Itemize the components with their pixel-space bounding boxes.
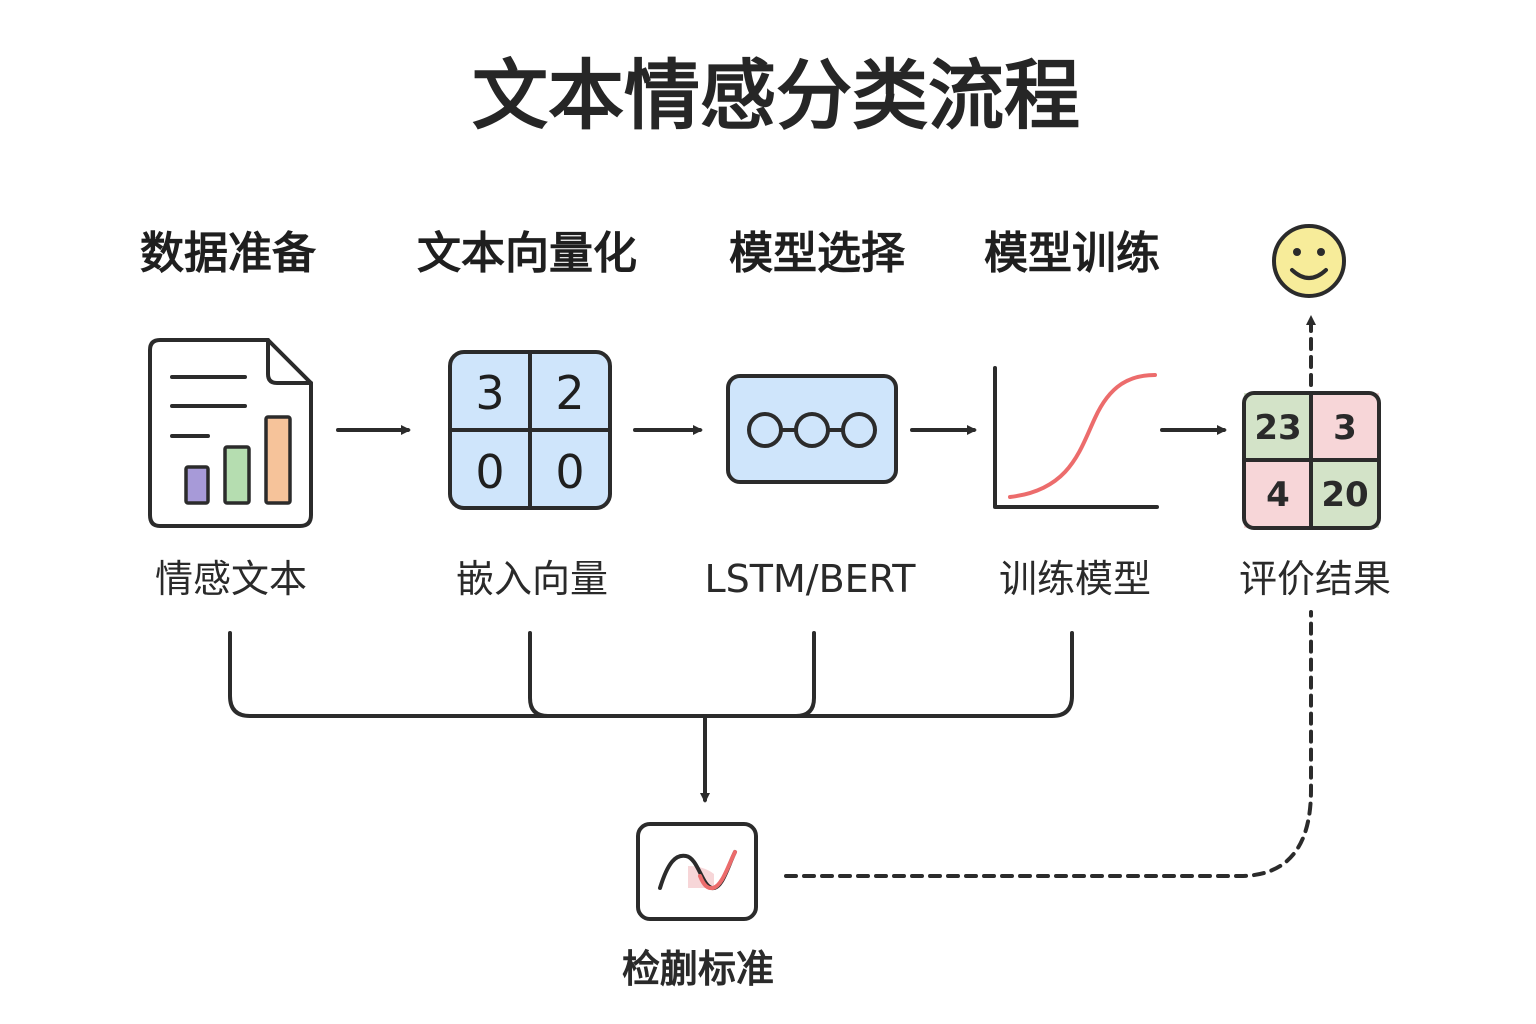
matrix-cell: 20 [1321,475,1368,515]
stage-heading-data-prep: 数据准备 [140,228,317,279]
validation-label: 检蒯标准 [622,947,774,991]
stage-label-sentiment-text: 情感文本 [155,557,307,601]
stage-label-embedding: 嵌入向量 [456,557,608,601]
stage-heading-vectorization: 文本向量化 [417,228,637,279]
stage-heading-model-training: 模型训练 [984,228,1160,279]
stage-label-model: LSTM/BERT [704,557,916,601]
stage-heading-model-selection: 模型选择 [729,228,906,279]
vector-grid-icon: 3 2 0 0 [448,350,612,510]
embedding-cell: 0 [475,445,504,499]
feedback-dashed-line [784,610,1313,878]
training-curve-icon [993,366,1159,509]
matrix-cell: 4 [1266,475,1290,515]
matrix-cell: 3 [1333,408,1357,448]
embedding-cell: 2 [555,366,584,420]
neural-nodes-icon [726,374,898,484]
wave-curve-icon [636,822,758,921]
embedding-cell: 3 [475,366,504,420]
document-bar-chart-icon [148,338,313,528]
embedding-cell: 0 [555,445,584,499]
stage-label-evaluation: 评价结果 [1239,557,1391,601]
confusion-matrix-icon: 23 3 4 20 [1242,391,1381,530]
smiley-face-icon [1272,224,1346,298]
merge-bracket [228,631,1074,803]
stage-label-trained-model: 训练模型 [999,557,1151,601]
matrix-cell: 23 [1254,408,1301,448]
diagram-title: 文本情感分类流程 [472,51,1080,140]
